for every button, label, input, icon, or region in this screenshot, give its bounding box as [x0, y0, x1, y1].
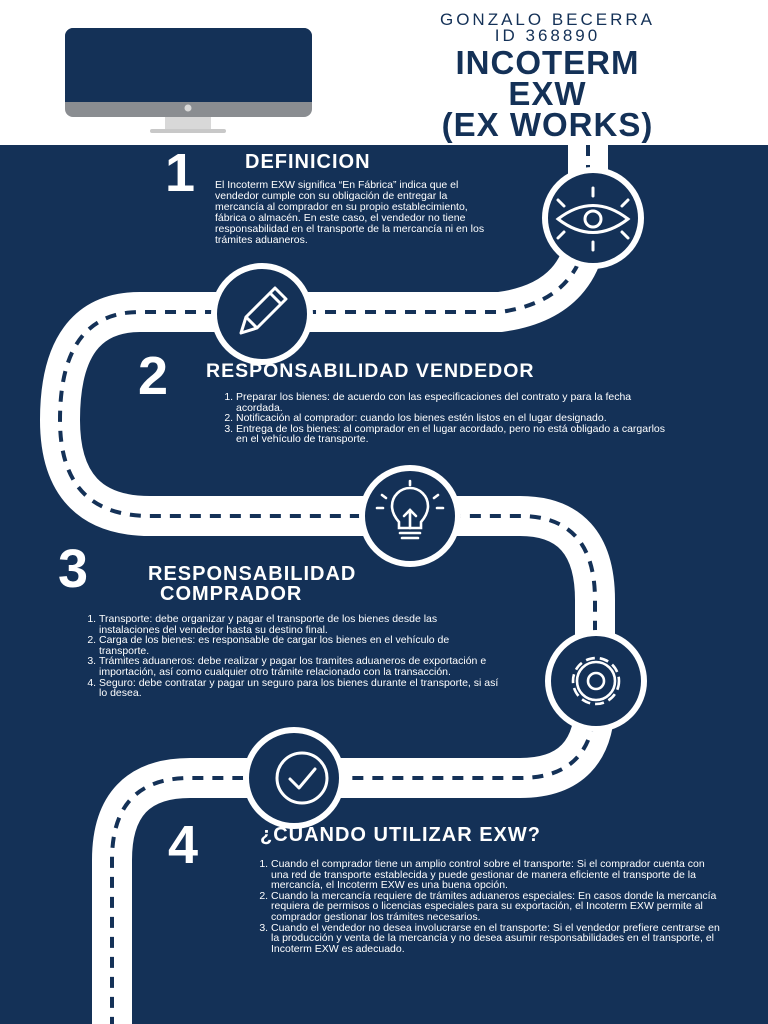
gear-icon [571, 656, 621, 706]
lightbulb-marker [359, 465, 461, 567]
lightbulb-icon [375, 479, 445, 540]
pencil-icon [239, 286, 288, 335]
list-item: Cuando el vendedor no desea involucrarse… [271, 922, 721, 955]
section-4-number: 4 [168, 815, 199, 875]
section-2-heading: RESPONSABILIDAD VENDEDOR [206, 360, 535, 382]
author-id: ID 368890 [494, 26, 601, 45]
section-2-list: Preparar los bienes: de acuerdo con las … [223, 392, 666, 445]
section-4-heading: ¿CUÁNDO UTILIZAR EXW? [260, 824, 541, 846]
section-2-number: 2 [138, 346, 169, 406]
check-marker [243, 727, 345, 829]
title-line-2: EXW [508, 75, 587, 112]
title-line-3: (EX WORKS) [441, 106, 654, 143]
section-3-list: Transporte: debe organizar y pagar el tr… [86, 614, 499, 699]
eye-icon [555, 186, 631, 252]
list-item: Trámites aduaneros: debe realizar y paga… [99, 656, 499, 677]
title-line-1: INCOTERM [455, 44, 640, 81]
winding-road [39, 145, 615, 1024]
section-1-heading: DEFINICION [245, 151, 371, 173]
section-3-heading-line-1: RESPONSABILIDAD [148, 563, 357, 585]
section-4-list: Cuando el comprador tiene un amplio cont… [258, 859, 721, 954]
list-item: Carga de los bienes: es responsable de c… [99, 635, 499, 656]
list-item: Entrega de los bienes: al comprador en e… [236, 423, 666, 445]
author-name: GONZALO BECERRA [439, 10, 656, 29]
checkmark-icon [275, 751, 329, 805]
section-1-text: El Incoterm EXW significa “En Fábrica” i… [215, 179, 485, 246]
list-item: Seguro: debe contratar y pagar un seguro… [99, 677, 499, 699]
list-item: Cuando la mercancía requiere de trámites… [271, 891, 721, 923]
eye-marker [542, 167, 644, 269]
gear-marker [545, 630, 647, 732]
desktop-monitor-icon [65, 28, 312, 133]
list-item: Notificación al comprador: cuando los bi… [236, 413, 666, 424]
list-item: Preparar los bienes: de acuerdo con las … [236, 392, 666, 413]
section-3-number: 3 [58, 539, 89, 599]
pencil-marker [211, 263, 313, 365]
section-1-number: 1 [165, 143, 196, 203]
section-3-heading-line-2: COMPRADOR [160, 583, 303, 605]
list-item: Transporte: debe organizar y pagar el tr… [99, 614, 499, 635]
list-item: Cuando el comprador tiene un amplio cont… [271, 859, 721, 891]
